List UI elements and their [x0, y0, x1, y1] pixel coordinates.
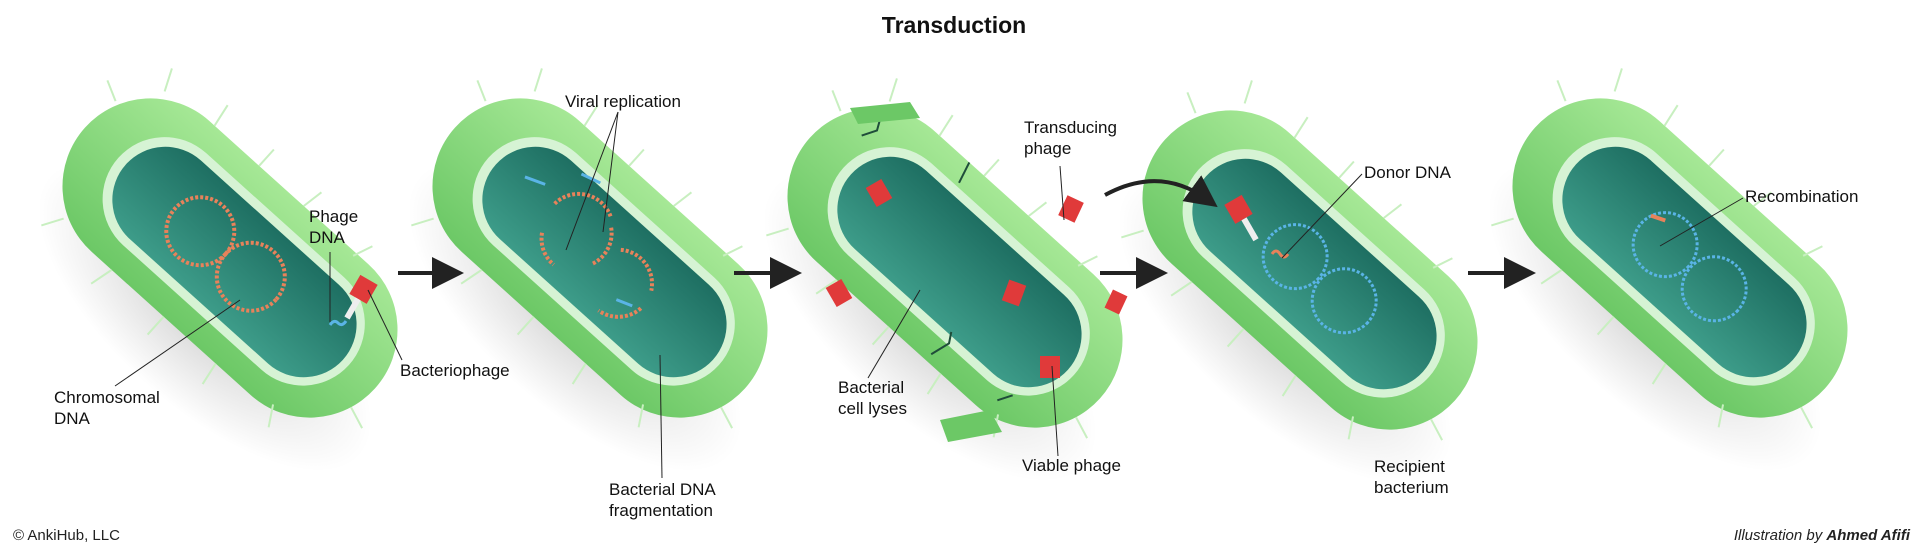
label-line: DNA: [309, 228, 345, 247]
label-line: bacterium: [1374, 478, 1449, 497]
released-phages: [825, 178, 1128, 378]
label-transducing-phage: Transducing phage: [1024, 117, 1117, 159]
label-line: Phage: [309, 207, 359, 226]
recipient-dna-icon: [1261, 223, 1378, 335]
label-line: Bacterial: [838, 378, 905, 397]
cell-fragment: [850, 102, 920, 124]
recombined-dna-icon: [1631, 211, 1748, 323]
step-arrows: [398, 175, 1536, 289]
label-donor-dna: Donor DNA: [1364, 163, 1451, 182]
label-viral-replication: Viral replication: [565, 92, 681, 111]
label-chromosomal-dna: Chromosomal DNA: [54, 387, 160, 429]
label-line: cell lyses: [838, 399, 907, 418]
phage-dna-icon: [328, 319, 348, 327]
illustration-credit: Illustration by Ahmed Afifi: [1734, 527, 1910, 544]
viral-dna-icon: [524, 172, 633, 308]
bacterium-4-recipient: [1052, 45, 1557, 537]
label-line: Transducing: [1024, 118, 1117, 137]
cell-fragment: [940, 410, 1002, 442]
label-line: Chromosomal: [54, 388, 160, 407]
copyright: © AnkiHub, LLC: [13, 527, 120, 544]
label-viable-phage: Viable phage: [1022, 456, 1121, 475]
credit-prefix: Illustration by: [1733, 527, 1823, 544]
bacteriophage-icon: [344, 274, 378, 320]
diagram-title: Transduction: [881, 12, 1027, 38]
label-phage-dna: Phage DNA: [309, 206, 358, 248]
label-line: Recipient: [1374, 457, 1445, 476]
leader-lines: [114, 111, 1744, 479]
label-recipient-bacterium: Recipient bacterium: [1374, 456, 1449, 498]
label-line: phage: [1024, 139, 1072, 158]
label-line: fragmentation: [609, 501, 713, 520]
bacterium-3-lysing: [697, 43, 1202, 535]
transducing-phage-icon: [1224, 194, 1259, 242]
bacterium-5-recombined: [1422, 33, 1920, 525]
donor-dna-icon: [1270, 249, 1290, 259]
label-bacterial-dna-fragmentation: Bacterial DNA fragmentation: [609, 479, 716, 521]
curved-arrow-icon: [1104, 175, 1218, 208]
bacterium-2: [342, 33, 847, 525]
bacterium-1: [0, 33, 477, 525]
label-line: Bacterial DNA: [609, 480, 716, 499]
credit-author: Ahmed Afifi: [1826, 527, 1910, 544]
recombined-segment-icon: [1650, 213, 1666, 223]
label-bacterial-cell-lyses: Bacterial cell lyses: [838, 377, 907, 419]
fragmented-dna-icon: [539, 191, 654, 319]
label-recombination: Recombination: [1745, 187, 1859, 206]
label-line: DNA: [54, 409, 90, 428]
label-bacteriophage: Bacteriophage: [400, 361, 510, 380]
